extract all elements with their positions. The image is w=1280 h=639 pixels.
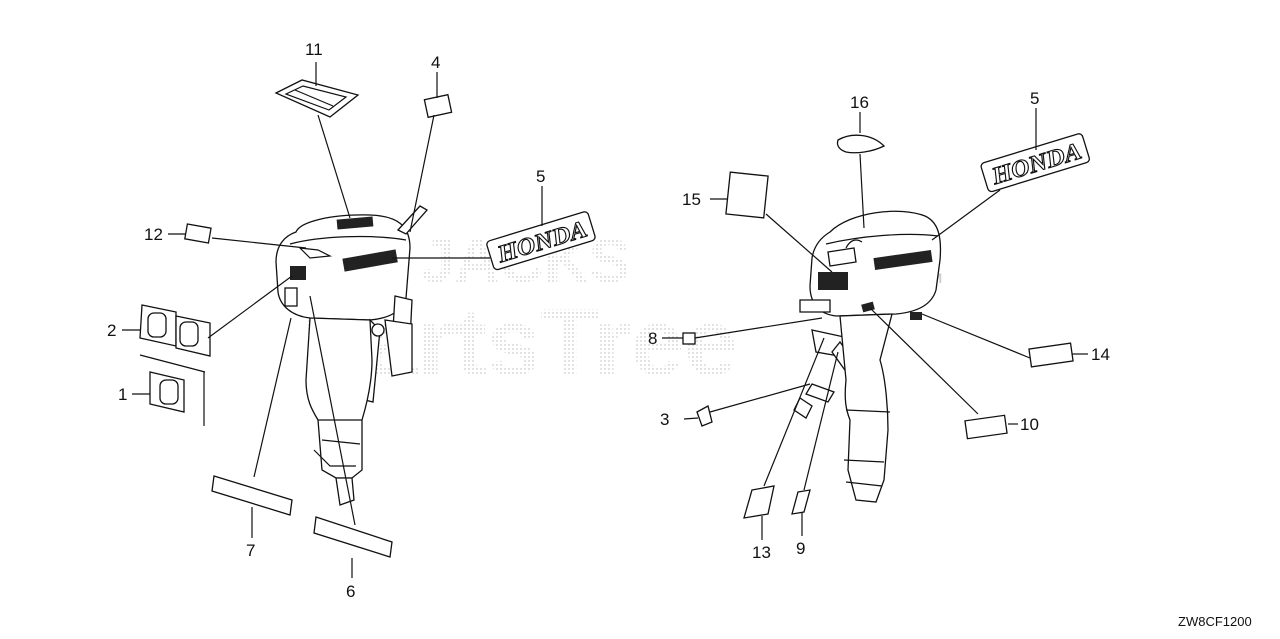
decal-item-4 bbox=[423, 93, 453, 119]
callouts: 11 4 5 12 2 1 7 6 16 5 15 8 14 3 10 13 9 bbox=[107, 40, 1110, 601]
decal-item-3 bbox=[696, 405, 713, 427]
diagram-code: ZW8CF1200 bbox=[1178, 614, 1252, 629]
callout-15: 15 bbox=[682, 190, 701, 209]
left-outboard-motor bbox=[275, 205, 429, 506]
decal-item-10 bbox=[964, 414, 1008, 440]
side-badge-decal bbox=[290, 266, 306, 280]
callout-3: 3 bbox=[660, 410, 669, 429]
decal-item-6 bbox=[313, 516, 393, 558]
decal-item-9 bbox=[791, 489, 811, 515]
decal-item-11 bbox=[274, 79, 360, 118]
right-front-decal bbox=[818, 272, 848, 290]
decal-item-14 bbox=[1028, 342, 1074, 368]
callout-4: 4 bbox=[431, 53, 440, 72]
decal-item-7 bbox=[211, 475, 293, 516]
callout-11: 11 bbox=[305, 40, 323, 59]
decal-item-13 bbox=[743, 485, 775, 519]
callout-9: 9 bbox=[796, 539, 805, 558]
callout-5-right: 5 bbox=[1030, 89, 1039, 108]
side-vent-decal bbox=[342, 249, 398, 272]
callout-6: 6 bbox=[346, 582, 355, 601]
callout-12: 12 bbox=[144, 225, 163, 244]
callout-1: 1 bbox=[118, 385, 127, 404]
callout-7: 7 bbox=[246, 541, 255, 560]
badge-item-1 bbox=[149, 371, 205, 426]
callout-2: 2 bbox=[107, 321, 116, 340]
callout-5-left: 5 bbox=[536, 167, 545, 186]
callout-16: 16 bbox=[850, 93, 869, 112]
callout-10: 10 bbox=[1020, 415, 1039, 434]
honda-decal-right: HONDA bbox=[980, 133, 1090, 193]
decal-item-16 bbox=[836, 134, 886, 154]
badge-item-2 bbox=[139, 304, 211, 373]
callout-8: 8 bbox=[648, 329, 657, 348]
callout-14: 14 bbox=[1091, 345, 1110, 364]
decal-item-12 bbox=[184, 223, 212, 244]
left-leader-lines bbox=[122, 62, 543, 578]
right-leader-lines bbox=[662, 108, 1088, 540]
right-outboard-motor bbox=[793, 210, 942, 503]
callout-13: 13 bbox=[752, 543, 771, 562]
top-vent-decal bbox=[336, 216, 374, 230]
decal-item-8 bbox=[682, 332, 696, 345]
decal-item-15 bbox=[725, 171, 769, 219]
right-side-vent-decal bbox=[873, 250, 933, 270]
